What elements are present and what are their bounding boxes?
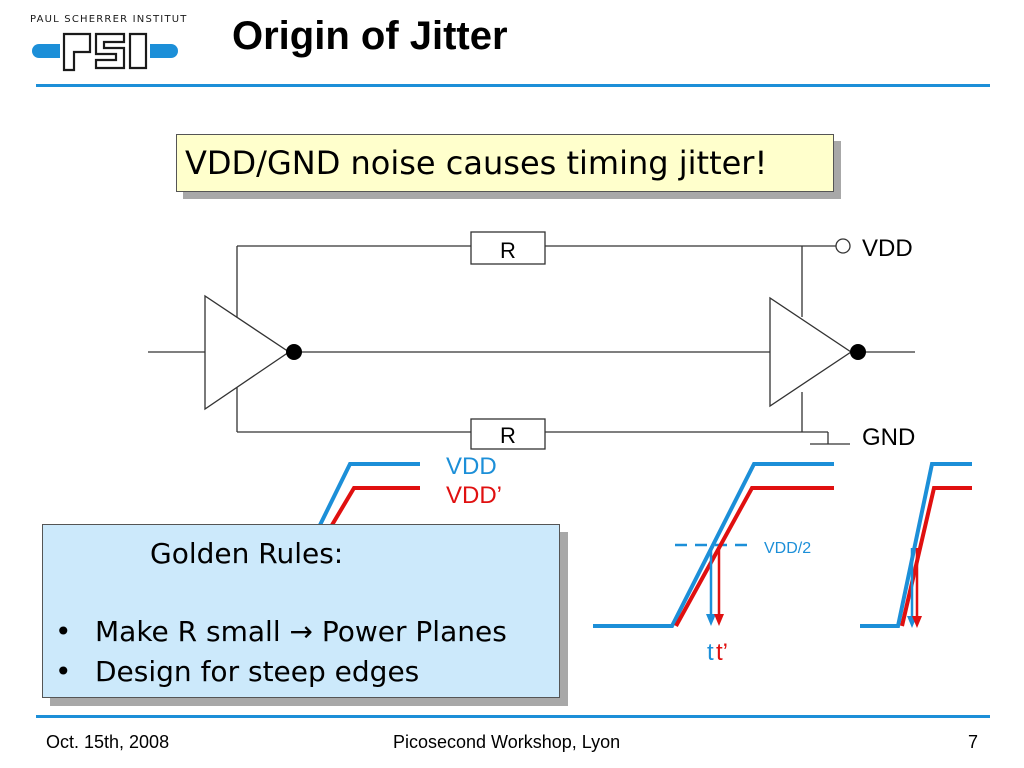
bullet-icon: • bbox=[55, 615, 72, 648]
resistor-bottom-label: R bbox=[500, 423, 516, 448]
waveform-vdd-right bbox=[860, 462, 972, 628]
header-rule bbox=[36, 84, 990, 87]
t-prime-label: t’ bbox=[716, 639, 728, 666]
slide-title: Origin of Jitter bbox=[232, 14, 508, 58]
waveform-vdd-prime-middle bbox=[674, 486, 834, 627]
psi-logo-mark bbox=[32, 31, 178, 72]
logo-institute-name: PAUL SCHERRER INSTITUT bbox=[30, 14, 188, 25]
bullet-icon: • bbox=[55, 655, 72, 688]
gnd-terminal-label: GND bbox=[862, 424, 915, 451]
resistor-top-label: R bbox=[500, 238, 516, 263]
golden-rules-item-text: Design for steep edges bbox=[95, 655, 420, 688]
footer-page-number: 7 bbox=[968, 732, 979, 752]
t-arrowhead bbox=[706, 614, 716, 626]
vdd-terminal-label: VDD bbox=[862, 235, 913, 262]
driver-buffer bbox=[204, 294, 291, 411]
resistor-bottom bbox=[470, 418, 546, 450]
golden-rules-item: • Design for steep edges bbox=[55, 655, 419, 688]
driver-output-node bbox=[286, 344, 302, 360]
waveform-vdd-middle bbox=[593, 462, 834, 628]
psi-logo: PAUL SCHERRER INSTITUT bbox=[30, 14, 188, 74]
resistor-top bbox=[470, 231, 546, 265]
footer-date: Oct. 15th, 2008 bbox=[46, 732, 170, 752]
waveform-vdd-prime-left bbox=[330, 486, 420, 527]
golden-rules-item-text: Make R small → Power Planes bbox=[95, 615, 507, 648]
waveform-vdd-prime-label: VDD’ bbox=[446, 482, 502, 509]
waveform-vdd-left bbox=[318, 462, 420, 526]
threshold-label: VDD/2 bbox=[764, 540, 811, 557]
receiver-output-node bbox=[850, 344, 866, 360]
jitter-callout: VDD/GND noise causes timing jitter! bbox=[176, 134, 834, 192]
logo-letters bbox=[62, 32, 148, 72]
steep-t-prime-arrowhead bbox=[912, 616, 922, 628]
vdd-terminal bbox=[835, 238, 851, 254]
receiver-buffer bbox=[769, 296, 853, 408]
waveform-vdd-label: VDD bbox=[446, 453, 497, 480]
golden-rules-title: Golden Rules: bbox=[150, 537, 344, 570]
golden-rules-box: Golden Rules: • Make R small → Power Plan… bbox=[42, 524, 560, 698]
t-label: t bbox=[707, 639, 714, 666]
golden-rules-item: • Make R small → Power Planes bbox=[55, 615, 507, 648]
footer-event: Picosecond Workshop, Lyon bbox=[393, 732, 621, 752]
footer-rule bbox=[36, 715, 990, 718]
t-prime-arrowhead bbox=[714, 614, 724, 626]
